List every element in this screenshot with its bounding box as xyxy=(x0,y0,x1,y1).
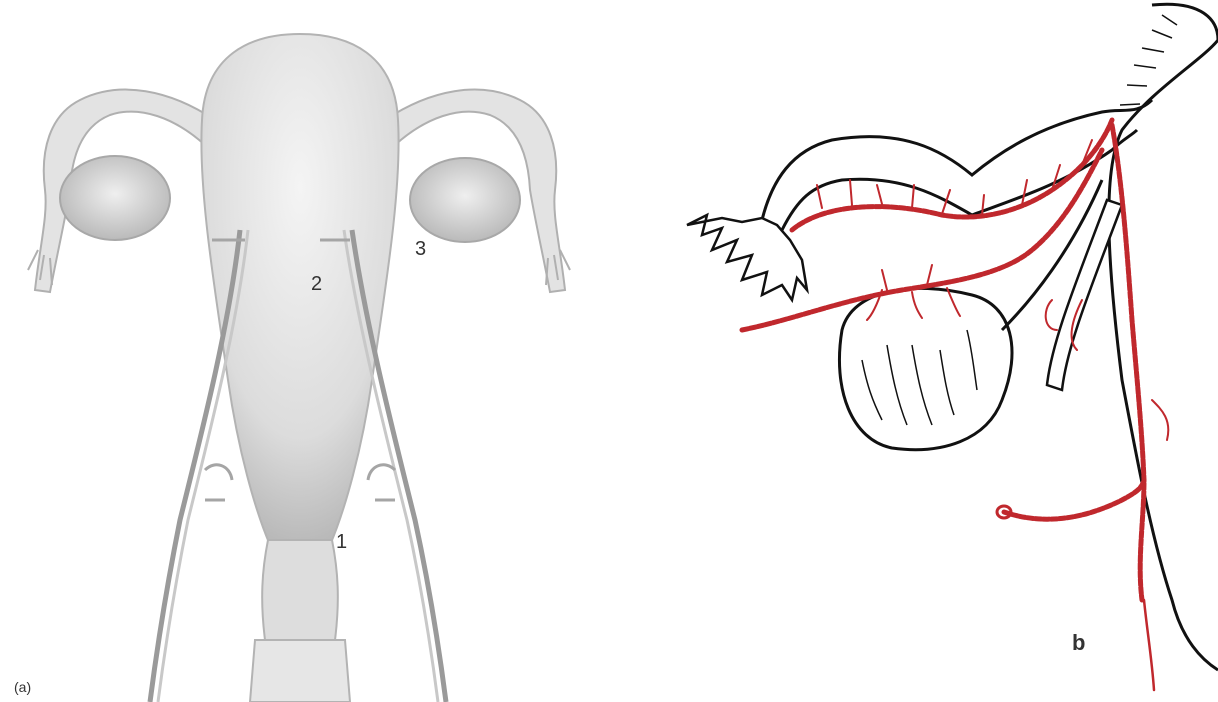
panel-label-b: b xyxy=(1072,630,1085,655)
uterine-artery xyxy=(1112,125,1144,600)
corner-mark: (a) xyxy=(14,679,31,695)
uterus-illustration: 1 2 3 (a) xyxy=(0,0,600,702)
fimbriae xyxy=(687,215,807,300)
ovarian-artery-diagram: b xyxy=(682,0,1218,702)
vaginal-branch xyxy=(1144,600,1154,690)
right-uterine-vessel xyxy=(352,230,446,702)
left-ovary xyxy=(60,156,170,240)
vagina xyxy=(250,640,350,702)
cervix xyxy=(262,540,338,640)
uterus-hatching xyxy=(1120,15,1177,105)
round-ligament xyxy=(1047,200,1122,390)
label-1: 1 xyxy=(336,531,347,553)
label-2: 2 xyxy=(311,273,322,295)
uterus-illustration-panel: 1 2 3 (a) xyxy=(0,0,600,702)
ovarian-artery-diagram-panel: b xyxy=(682,0,1218,702)
ovary xyxy=(839,288,1012,449)
label-3: 3 xyxy=(415,238,426,260)
right-ovary xyxy=(410,158,520,242)
descending-branch xyxy=(1004,480,1144,519)
